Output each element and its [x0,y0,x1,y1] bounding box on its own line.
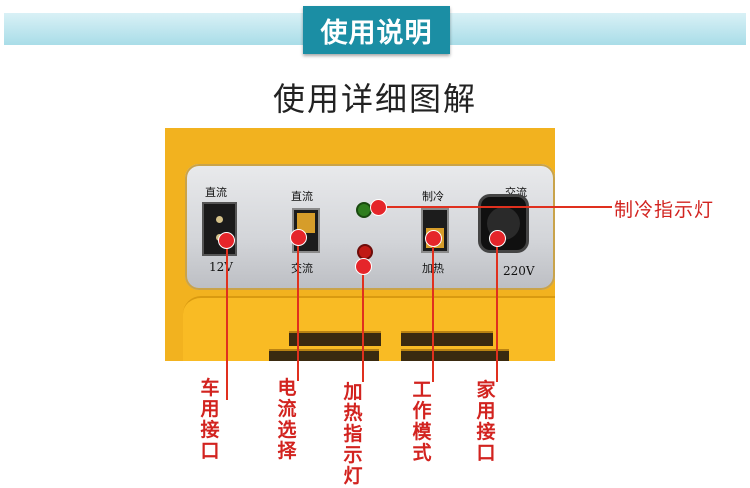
section-subtitle: 使用详细图解 [272,80,477,118]
callout-dot [489,230,506,247]
power-select-label: 电流选择 [277,377,297,462]
callout-line [432,238,434,382]
control-panel: 直流 12V 直流 交流 制冷 加热 交流 220V [185,164,555,290]
page-title: 使用说明 [303,6,450,54]
car-port-label: 车用接口 [200,377,220,462]
callout-dot [290,229,307,246]
mode-top-label: 制冷 [422,190,444,203]
air-vent [269,349,379,361]
air-vent [401,331,493,346]
callout-dot [425,230,442,247]
v12-label: 12V [209,260,233,274]
v220-label: 220V [503,264,535,278]
dc-socket [202,202,237,256]
callout-line [496,238,498,382]
callout-dot [370,199,387,216]
device-body [183,296,555,361]
callout-line [226,240,228,400]
callout-dot [218,232,235,249]
ac-socket [478,194,529,253]
cooling-light-label: 制冷指示灯 [614,199,715,221]
air-vent [401,349,509,361]
callout-line [379,206,612,208]
dc-switch-top-label: 直流 [291,190,313,203]
work-mode-label: 工作模式 [412,379,432,464]
callout-line [297,237,299,381]
heating-light-label: 加热指示灯 [343,381,363,487]
air-vent [289,331,381,346]
device-photo: 直流 12V 直流 交流 制冷 加热 交流 220V [165,128,555,361]
home-port-label: 家用接口 [476,379,496,464]
callout-dot [355,258,372,275]
callout-line [362,266,364,382]
dc-switch-bottom-label: 交流 [291,262,313,275]
dc-port-label: 直流 [205,186,227,199]
